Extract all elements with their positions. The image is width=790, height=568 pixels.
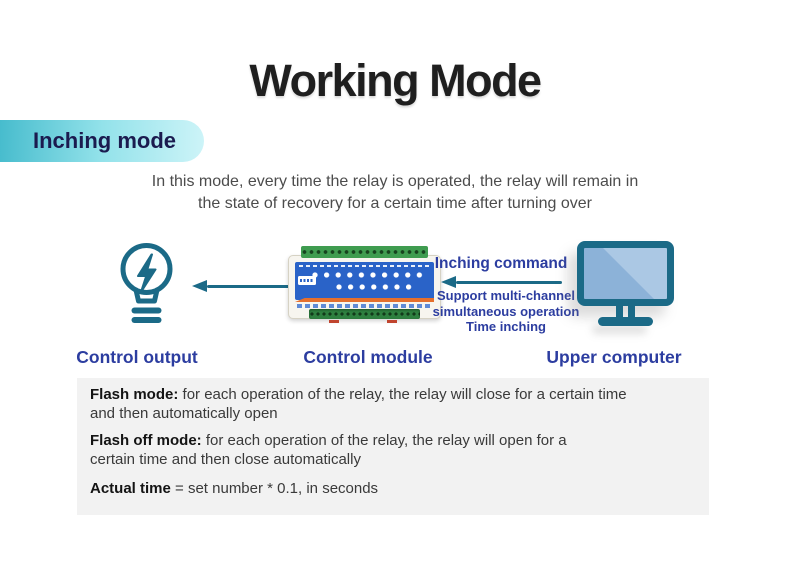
module-orange-stripe xyxy=(295,298,434,302)
lightbulb-bolt-icon xyxy=(120,243,173,323)
command-note-line-1: Support multi-channel xyxy=(437,288,575,303)
flash-mode-note: Flash mode: for each operation of the re… xyxy=(90,385,696,423)
command-note: Support multi-channel simultaneous opera… xyxy=(426,288,586,335)
page-title: Working Mode xyxy=(249,55,542,106)
module-led-row-1 xyxy=(311,271,427,279)
actual-time-label: Actual time xyxy=(90,479,171,497)
inching-command-label: Inching command xyxy=(434,255,568,272)
module-top-terminal xyxy=(301,246,428,258)
actual-time-note: Actual time = set number * 0.1, in secon… xyxy=(90,479,696,498)
arrow-head xyxy=(192,280,207,292)
arrow-shaft xyxy=(456,280,562,284)
module-bottom-markings xyxy=(297,304,432,308)
monitor-icon xyxy=(577,241,675,331)
relay-module-graphic xyxy=(288,246,441,326)
flash-mode-label: Flash mode: xyxy=(90,386,179,403)
flash-off-mode-text: for each operation of the relay, the rel… xyxy=(90,431,567,468)
module-red-mark xyxy=(387,320,397,323)
description-line-2: the state of recovery for a certain time… xyxy=(198,194,592,212)
monitor-stand-leg xyxy=(616,305,623,319)
mode-description: In this mode, every time the relay is op… xyxy=(0,171,790,214)
arrow-head xyxy=(441,276,456,288)
arrow-shaft xyxy=(207,284,299,288)
module-red-mark xyxy=(329,320,339,323)
monitor-screen xyxy=(577,241,674,306)
node-label-control-module: Control module xyxy=(303,347,433,367)
section-badge-label: Inching mode xyxy=(33,128,176,153)
module-panel-markings xyxy=(299,265,430,267)
actual-time-text: = set number * 0.1, in seconds xyxy=(170,479,379,497)
monitor-stand-leg xyxy=(628,305,635,319)
flash-off-mode-label: Flash off mode: xyxy=(90,431,202,449)
module-brand-chip xyxy=(298,276,316,285)
flash-off-mode-note: Flash off mode: for each operation of th… xyxy=(90,431,696,469)
command-note-line-2: simultaneous operation xyxy=(432,303,580,319)
node-label-control-output: Control output xyxy=(76,347,198,367)
monitor-stand-base xyxy=(598,317,653,326)
description-line-1: In this mode, every time the relay is op… xyxy=(151,173,639,190)
module-front-panel xyxy=(295,262,434,300)
arrow-left-icon xyxy=(192,280,299,292)
arrow-left-icon xyxy=(441,276,562,288)
flash-mode-text: for each operation of the relay, the rel… xyxy=(90,386,627,422)
mode-notes-panel: Flash mode: for each operation of the re… xyxy=(77,378,709,515)
section-badge: Inching mode xyxy=(0,120,204,162)
node-label-upper-computer: Upper computer xyxy=(546,347,682,367)
module-led-row-2 xyxy=(335,283,416,291)
command-note-line-3: Time inching xyxy=(466,319,546,334)
module-bottom-terminal xyxy=(309,309,420,319)
